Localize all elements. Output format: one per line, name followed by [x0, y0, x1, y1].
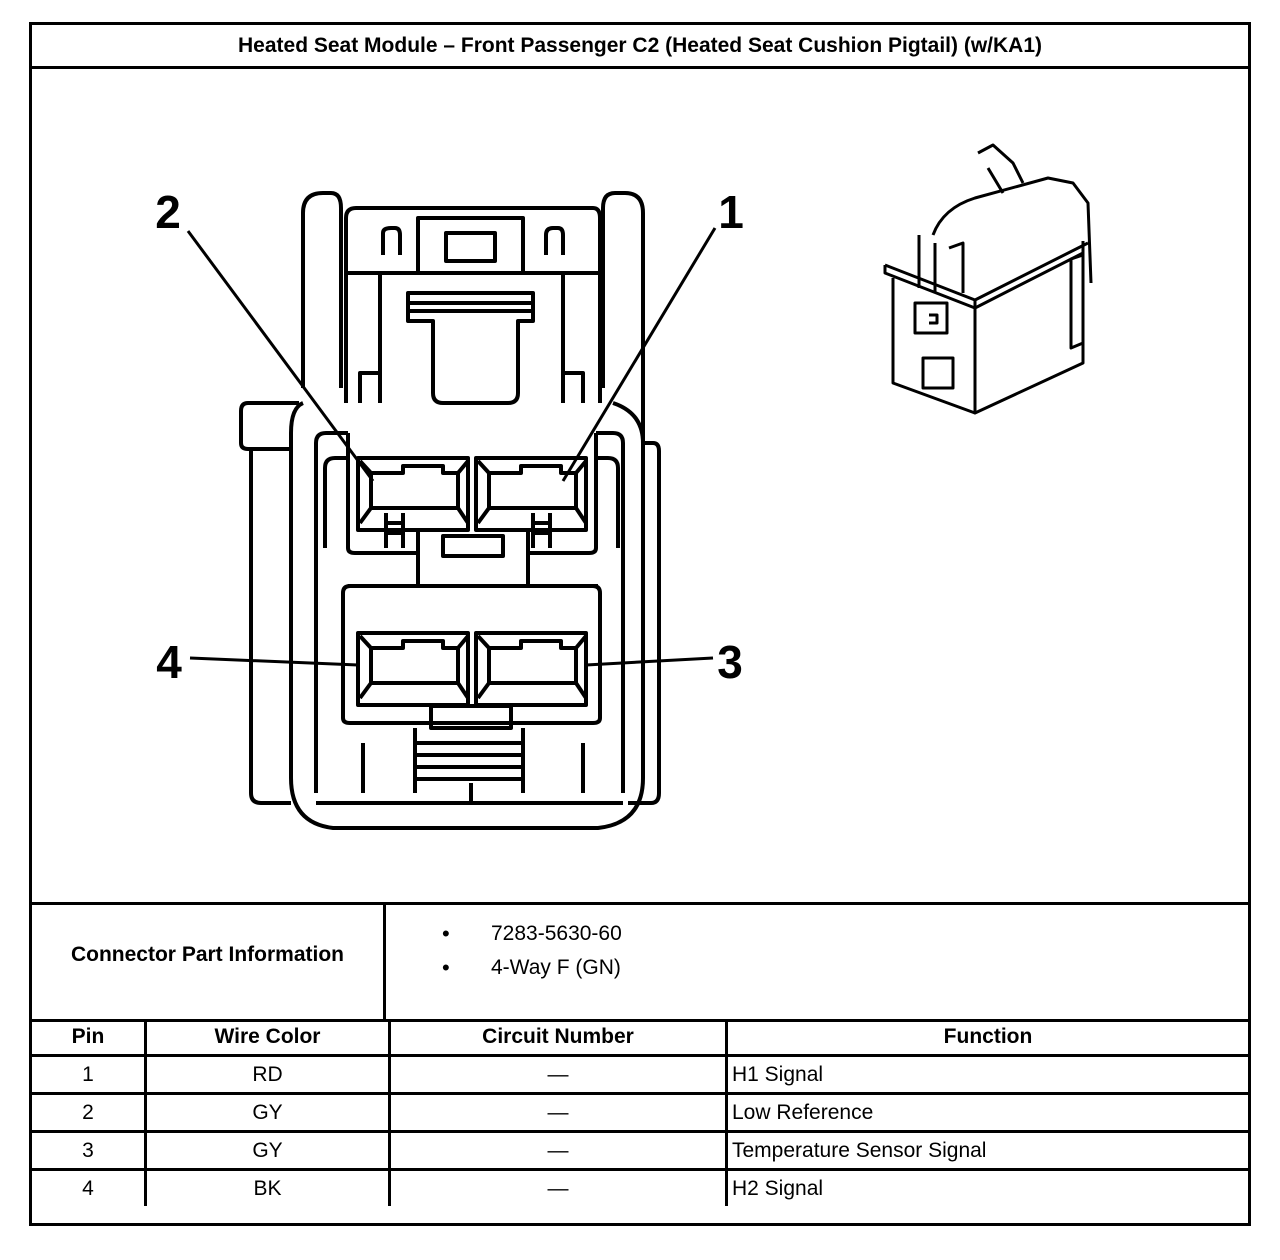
- wire-color-cell: GY: [144, 1130, 391, 1171]
- connector-part-info-label: Connector Part Information: [32, 905, 386, 1019]
- pin-leader-lines: [186, 227, 717, 667]
- wire-color-cell: RD: [144, 1054, 391, 1095]
- pin-label-3: 3: [717, 636, 743, 688]
- connector-face-view: [239, 191, 661, 830]
- header-pin: Pin: [32, 1019, 147, 1057]
- header-circuit-number: Circuit Number: [388, 1019, 728, 1057]
- function-cell: Temperature Sensor Signal: [725, 1130, 1248, 1171]
- table-row: 3 GY — Temperature Sensor Signal: [32, 1130, 1248, 1171]
- table-row: 1 RD — H1 Signal: [32, 1054, 1248, 1095]
- circuit-cell: —: [388, 1092, 728, 1133]
- pin-table-header: Pin Wire Color Circuit Number Function: [32, 1019, 1248, 1057]
- connector-sheet: Heated Seat Module – Front Passenger C2 …: [29, 22, 1251, 1226]
- part-number: 7283-5630-60: [386, 917, 622, 951]
- page-title: Heated Seat Module – Front Passenger C2 …: [32, 25, 1248, 69]
- header-wire-color: Wire Color: [144, 1019, 391, 1057]
- table-row: 2 GY — Low Reference: [32, 1092, 1248, 1133]
- table-row: 4 BK — H2 Signal: [32, 1168, 1248, 1206]
- pin-cell: 3: [32, 1130, 147, 1171]
- connector-type: 4-Way F (GN): [386, 951, 622, 985]
- circuit-cell: —: [388, 1168, 728, 1206]
- pin-cell: 1: [32, 1054, 147, 1095]
- pin-label-1: 1: [718, 186, 744, 238]
- connector-part-info: Connector Part Information 7283-5630-60 …: [32, 902, 1248, 1022]
- pin-table: Pin Wire Color Circuit Number Function 1…: [32, 1019, 1248, 1206]
- wire-color-cell: GY: [144, 1092, 391, 1133]
- connector-part-info-list: 7283-5630-60 4-Way F (GN): [386, 917, 622, 985]
- circuit-cell: —: [388, 1054, 728, 1095]
- pin-cell: 4: [32, 1168, 147, 1206]
- connector-isometric-view: [883, 143, 1093, 415]
- function-cell: Low Reference: [725, 1092, 1248, 1133]
- circuit-cell: —: [388, 1130, 728, 1171]
- function-cell: H1 Signal: [725, 1054, 1248, 1095]
- connector-diagram: 1 2 3 4: [155, 143, 1093, 830]
- pin-label-4: 4: [156, 636, 182, 688]
- connector-figure: 1 2 3 4: [32, 69, 1248, 903]
- pin-cell: 2: [32, 1092, 147, 1133]
- pin-label-2: 2: [155, 186, 181, 238]
- wire-color-cell: BK: [144, 1168, 391, 1206]
- header-function: Function: [725, 1019, 1248, 1057]
- function-cell: H2 Signal: [725, 1168, 1248, 1206]
